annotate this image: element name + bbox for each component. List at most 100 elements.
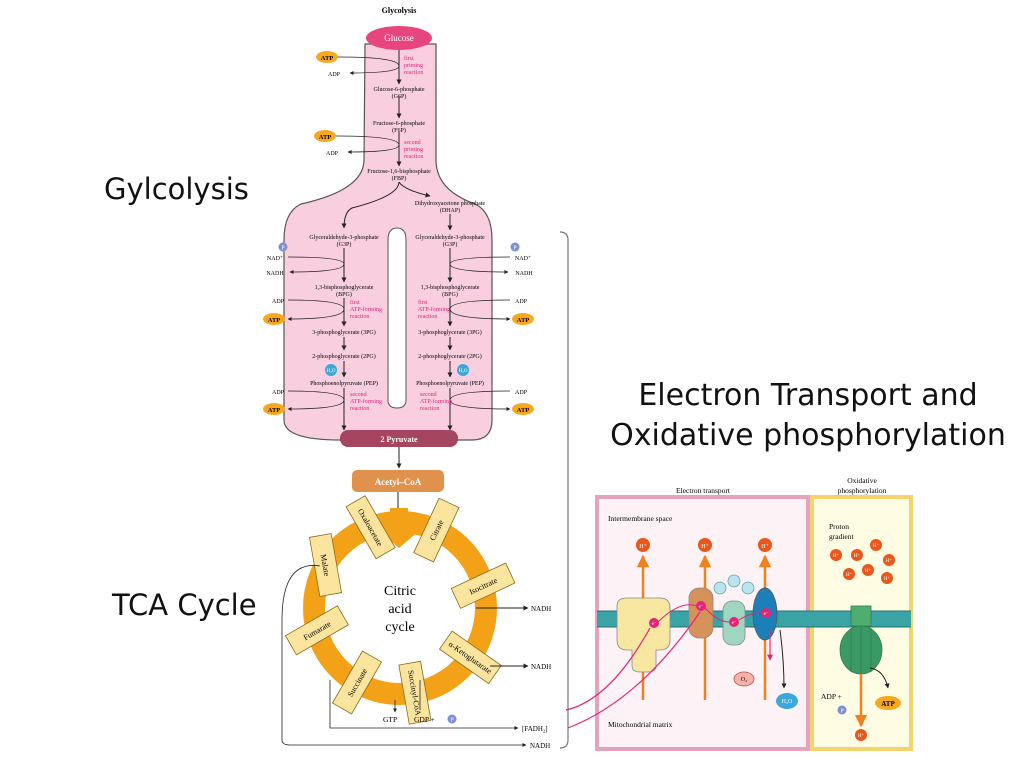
glycolysis-divider [387, 227, 407, 409]
oxygen-icon [733, 671, 755, 687]
fbp-l2: (FBP) [392, 175, 407, 182]
proton-label: H⁺ [639, 544, 647, 550]
adp-label: ADP + [821, 692, 842, 701]
phosphate-icon [510, 242, 520, 252]
proton-label: H⁺ [854, 553, 861, 559]
fbp-l1: Fructose-1,6-bisphosphate [367, 169, 431, 175]
nadh-label: NADH [515, 271, 533, 277]
proton-gradient: H⁺ H⁺ H⁺ H⁺ H⁺ H⁺ H⁺ [830, 539, 895, 584]
atp-badge [875, 696, 901, 710]
water-label: H₂O [782, 699, 793, 705]
second-atp-forming-left-l2: ATP-forming [350, 398, 382, 405]
electron-label: e⁻ [699, 605, 704, 610]
first-atp-forming-right-l1: first [418, 299, 428, 306]
tca-center-l1: Citric [384, 584, 416, 599]
pg2-left: 2-phosphoglycerate (2PG) [312, 353, 375, 360]
second-atp-forming-left-l1: second [350, 392, 367, 398]
adp-label: ADP [326, 151, 339, 157]
pep-right: Phosphoenolpyruvate (PEP) [416, 380, 484, 387]
tca-cycle: CitrateIsocitrateα-KetoglutarateSuccinyl… [281, 492, 551, 750]
proton-icon [881, 572, 893, 584]
proton-gradient-l1: Proton [829, 522, 849, 531]
bracket [559, 231, 569, 749]
proton-icon [698, 538, 712, 552]
tca-heading: TCA Cycle [111, 588, 257, 622]
atp-label: ATP [517, 407, 530, 414]
adp-label: ADP [328, 72, 341, 78]
proton-icon [870, 539, 882, 551]
pg3-right: 3-phosphoglycerate (3PG) [418, 329, 481, 336]
tca-segment-box [308, 533, 343, 597]
proton-label: H⁺ [833, 553, 840, 559]
first-atp-forming-right-l3: reaction [418, 314, 437, 320]
tca-segment-box [398, 660, 432, 725]
second-atp-forming-right-l3: reaction [420, 406, 439, 412]
nadh-label: NADH [266, 271, 284, 277]
proton-icon [758, 538, 772, 552]
proton-icon [830, 549, 842, 561]
pyruvate-label: 2 Pyruvate [380, 435, 418, 444]
atp-badge [512, 403, 534, 415]
g3p-left-l1: Glyceraldehyde-3-phosphate [309, 235, 379, 241]
atp-badge [314, 130, 336, 142]
atp-badge [512, 313, 534, 325]
glucose-label: Glucose [384, 33, 414, 43]
cytochrome-c [741, 581, 755, 595]
proton-label: H⁺ [701, 544, 709, 550]
f6p-l2: (F6P) [392, 127, 406, 134]
proton-label: H⁺ [865, 568, 872, 574]
proton-icon [851, 549, 863, 561]
pyruvate-bar [340, 430, 458, 447]
g6p-l2: (G6P) [392, 93, 407, 100]
electron-icon [729, 617, 739, 627]
phosphate-label: P [513, 246, 517, 252]
dhap-l1: Dihydroxyacetone phosphate [415, 201, 485, 207]
bpg-right-l1: 1,3-bisphosphoglycerate [421, 285, 480, 291]
complex-iii [688, 587, 714, 639]
cytochrome-c [713, 581, 727, 595]
atp-badge [263, 403, 285, 415]
nad-label: NAD⁺ [515, 256, 531, 262]
first-priming-l1: first [404, 55, 414, 62]
adp-label: ADP [272, 390, 285, 396]
phosphate-icon [447, 714, 457, 724]
electron-icon [761, 608, 771, 618]
tca-center-l2: acid [388, 602, 411, 617]
electron-label: e⁻ [652, 622, 657, 627]
proton-label: H⁺ [886, 558, 893, 564]
nadh-output: NADH [531, 605, 551, 613]
adp-label: ADP [515, 299, 528, 305]
atp-badge [316, 51, 338, 63]
proton-icon [862, 564, 874, 576]
g3p-right-l1: Glyceraldehyde-3-phosphate [415, 235, 485, 241]
proton-icon [883, 554, 895, 566]
atp-label: ATP [517, 317, 530, 324]
atp-label: ATP [881, 700, 895, 708]
nadh-output: NADH [531, 663, 551, 671]
dhap-l2: (DHAP) [440, 207, 460, 214]
nadh-output: NADH [530, 742, 550, 750]
etc-panel: Electron transport Oxidative phosphoryla… [565, 476, 913, 751]
second-priming-l3: reaction [404, 154, 423, 160]
electron-transport-title: Electron transport [676, 486, 731, 495]
atp-label: ATP [321, 55, 334, 62]
first-atp-forming-left-l3: reaction [350, 314, 369, 320]
electron-label: e⁻ [764, 612, 769, 617]
adp-label: ADP [515, 390, 528, 396]
tca-segment-box [331, 650, 383, 715]
g3p-left-l2: (G3P) [337, 241, 352, 248]
proton-label: H⁺ [858, 733, 865, 739]
second-atp-forming-right-l2: ATP-forming [420, 398, 452, 405]
bpg-left-l1: 1,3-bisphosphoglycerate [315, 285, 374, 291]
etc-heading-line2: Oxidative phosphorylation [610, 418, 1006, 453]
atp-label: ATP [268, 407, 281, 414]
tca-segment-box [450, 562, 516, 609]
nad-label: NAD⁺ [267, 256, 283, 262]
g6p-l1: Glucose-6-phosphate [374, 87, 425, 93]
glycolysis-panel: Glycolysis Glucose ATP ADP first priming… [263, 6, 534, 492]
intermembrane-label: Intermembrane space [608, 514, 673, 523]
gdp-label: GDP + [414, 715, 435, 724]
water-icon [457, 364, 469, 376]
